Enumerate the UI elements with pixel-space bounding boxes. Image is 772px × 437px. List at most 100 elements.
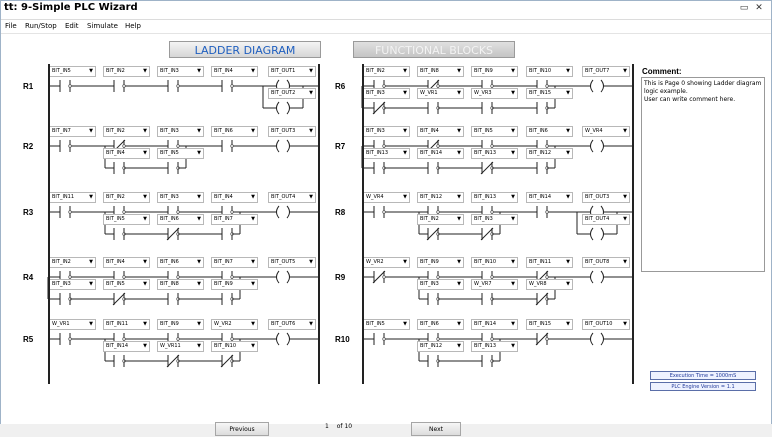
rung-element-select[interactable]: BIT_IN2▼ <box>103 66 150 77</box>
menu-run-stop[interactable]: Run/Stop <box>25 22 57 30</box>
tab-ladder-diagram[interactable]: LADDER DIAGRAM <box>169 41 321 58</box>
rung-element-select[interactable]: W_VR7▼ <box>471 279 518 290</box>
dropdown-arrow-icon: ▼ <box>403 259 407 265</box>
rung-element-select[interactable]: BIT_IN5▼ <box>49 66 96 77</box>
rung-element-select[interactable]: BIT_IN4▼ <box>103 257 150 268</box>
rung-element-select[interactable]: W_VR8▼ <box>526 279 573 290</box>
rung-element-select[interactable]: BIT_IN7▼ <box>49 126 96 137</box>
rung-element-select[interactable]: BIT_IN9▼ <box>157 319 204 330</box>
left-power-rail <box>362 64 364 384</box>
rung-element-select[interactable]: BIT_IN10▼ <box>526 66 573 77</box>
rung-element-label: BIT_IN4 <box>106 150 125 156</box>
rung-element-select[interactable]: BIT_IN6▼ <box>157 257 204 268</box>
rung-element-select[interactable]: BIT_IN15▼ <box>526 88 573 99</box>
previous-button[interactable]: Previous <box>215 422 269 436</box>
rung-element-select[interactable]: BIT_IN3▼ <box>157 66 204 77</box>
rung-element-select[interactable]: BIT_IN3▼ <box>363 126 410 137</box>
rung-element-select[interactable]: BIT_IN6▼ <box>211 126 258 137</box>
rung-element-label: BIT_IN9 <box>474 68 493 74</box>
rung-element-select[interactable]: BIT_IN14▼ <box>103 341 150 352</box>
rung-element-select[interactable]: BIT_OUT5▼ <box>268 257 316 268</box>
rung-element-select[interactable]: BIT_IN7▼ <box>211 214 258 225</box>
rung-element-select[interactable]: W_VR2▼ <box>211 319 258 330</box>
rung-element-select[interactable]: BIT_IN6▼ <box>526 126 573 137</box>
rung-element-select[interactable]: BIT_IN10▼ <box>211 341 258 352</box>
rung-element-select[interactable]: BIT_IN8▼ <box>417 66 464 77</box>
rung-element-select[interactable]: BIT_IN2▼ <box>103 126 150 137</box>
rung-element-select[interactable]: BIT_IN2▼ <box>49 257 96 268</box>
rung-element-select[interactable]: BIT_OUT3▼ <box>268 126 316 137</box>
rung-element-select[interactable]: BIT_IN11▼ <box>49 192 96 203</box>
rung-element-label: BIT_OUT7 <box>585 68 610 74</box>
rung-element-select[interactable]: BIT_IN14▼ <box>417 148 464 159</box>
rung-element-label: BIT_IN12 <box>420 194 443 200</box>
rung-element-select[interactable]: BIT_IN4▼ <box>211 66 258 77</box>
rung-element-select[interactable]: BIT_IN12▼ <box>417 341 464 352</box>
rung-element-select[interactable]: BIT_OUT3▼ <box>582 192 630 203</box>
rung-element-select[interactable]: BIT_OUT4▼ <box>268 192 316 203</box>
rung-element-select[interactable]: BIT_IN5▼ <box>363 319 410 330</box>
rung-element-select[interactable]: BIT_OUT4▼ <box>582 214 630 225</box>
rung-element-select[interactable]: BIT_IN13▼ <box>363 148 410 159</box>
rung-element-select[interactable]: BIT_IN9▼ <box>211 279 258 290</box>
rung-element-select[interactable]: BIT_OUT7▼ <box>582 66 630 77</box>
rung-element-select[interactable]: W_VR1▼ <box>49 319 96 330</box>
rung-element-label: BIT_IN7 <box>52 128 71 134</box>
rung-element-select[interactable]: BIT_IN5▼ <box>103 214 150 225</box>
rung-element-select[interactable]: W_VR3▼ <box>471 88 518 99</box>
rung-element-select[interactable]: BIT_IN15▼ <box>526 319 573 330</box>
rung-element-select[interactable]: BIT_IN3▼ <box>471 214 518 225</box>
rung-element-select[interactable]: W_VR1▼ <box>417 88 464 99</box>
rung-element-select[interactable]: BIT_IN13▼ <box>471 341 518 352</box>
rung-element-select[interactable]: BIT_IN2▼ <box>417 214 464 225</box>
menu-simulate[interactable]: Simulate <box>87 22 118 30</box>
close-icon[interactable]: ✕ <box>755 3 763 13</box>
rung-element-select[interactable]: BIT_IN12▼ <box>526 148 573 159</box>
rung-element-select[interactable]: BIT_IN6▼ <box>157 214 204 225</box>
rung-element-select[interactable]: BIT_IN2▼ <box>103 192 150 203</box>
rung-element-select[interactable]: BIT_OUT10▼ <box>582 319 630 330</box>
rung-element-select[interactable]: BIT_IN14▼ <box>471 319 518 330</box>
comment-textbox[interactable]: This is Page 0 showing Ladder diagram lo… <box>641 77 765 272</box>
rung-element-select[interactable]: W_VR2▼ <box>363 257 410 268</box>
rung-element-select[interactable]: BIT_IN3▼ <box>417 279 464 290</box>
rung-element-select[interactable]: BIT_IN4▼ <box>417 126 464 137</box>
rung-element-select[interactable]: BIT_IN13▼ <box>471 148 518 159</box>
rung-element-select[interactable]: W_VR4▼ <box>363 192 410 203</box>
rung-element-select[interactable]: BIT_IN9▼ <box>417 257 464 268</box>
rung-element-select[interactable]: BIT_IN5▼ <box>103 279 150 290</box>
rung-element-select[interactable]: BIT_IN3▼ <box>157 192 204 203</box>
rung-element-select[interactable]: BIT_IN7▼ <box>211 257 258 268</box>
menu-help[interactable]: Help <box>125 22 141 30</box>
rung-element-select[interactable]: BIT_OUT2▼ <box>268 88 316 99</box>
restore-icon[interactable]: ▭ <box>739 3 749 13</box>
menu-file[interactable]: File <box>5 22 17 30</box>
rung-element-select[interactable]: BIT_IN6▼ <box>417 319 464 330</box>
rung-element-select[interactable]: BIT_IN5▼ <box>157 148 204 159</box>
menu-edit[interactable]: Edit <box>65 22 79 30</box>
rung-element-select[interactable]: BIT_OUT1▼ <box>268 66 316 77</box>
rung-element-select[interactable]: BIT_IN8▼ <box>157 279 204 290</box>
rung-element-select[interactable]: BIT_IN11▼ <box>103 319 150 330</box>
rung-element-select[interactable]: BIT_IN14▼ <box>526 192 573 203</box>
rung-element-select[interactable]: W_VR4▼ <box>582 126 630 137</box>
rung-element-select[interactable]: BIT_IN10▼ <box>471 257 518 268</box>
rung-element-select[interactable]: BIT_IN9▼ <box>471 66 518 77</box>
rung-element-select[interactable]: BIT_IN3▼ <box>49 279 96 290</box>
dropdown-arrow-icon: ▼ <box>566 150 570 156</box>
rung-element-select[interactable]: BIT_IN11▼ <box>526 257 573 268</box>
rung-element-select[interactable]: BIT_OUT6▼ <box>268 319 316 330</box>
rung-element-select[interactable]: BIT_IN4▼ <box>103 148 150 159</box>
rung-element-select[interactable]: BIT_IN4▼ <box>211 192 258 203</box>
rung-element-select[interactable]: BIT_OUT8▼ <box>582 257 630 268</box>
rung-element-select[interactable]: BIT_IN5▼ <box>471 126 518 137</box>
next-button[interactable]: Next <box>411 422 461 436</box>
rung-element-select[interactable]: BIT_IN3▼ <box>363 88 410 99</box>
rung-element-select[interactable]: BIT_IN2▼ <box>363 66 410 77</box>
rung-element-select[interactable]: BIT_IN13▼ <box>471 192 518 203</box>
tab-functional-blocks[interactable]: FUNCTIONAL BLOCKS <box>353 41 515 58</box>
rung-element-select[interactable]: BIT_IN3▼ <box>157 126 204 137</box>
rung-element-select[interactable]: W_VR11▼ <box>157 341 204 352</box>
rung-element-select[interactable]: BIT_IN12▼ <box>417 192 464 203</box>
